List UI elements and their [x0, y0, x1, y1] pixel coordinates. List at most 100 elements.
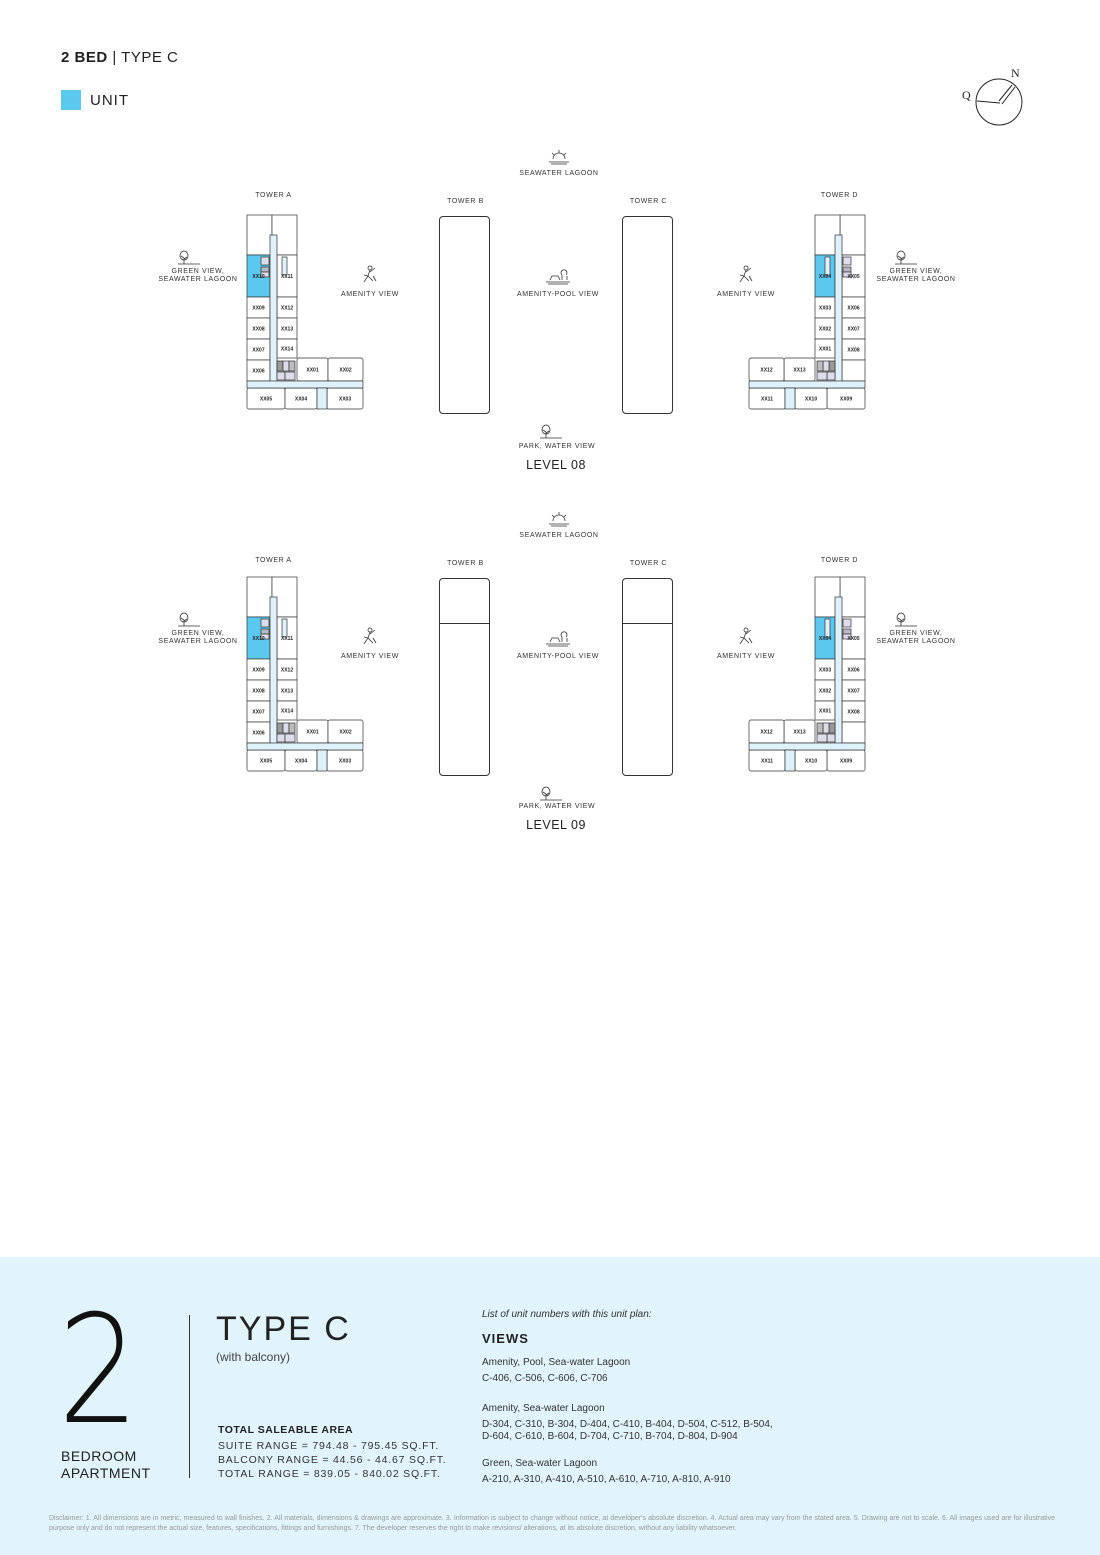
bedroom-count: 2	[58, 1284, 140, 1458]
green-view-label: GREEN VIEW,	[889, 630, 943, 637]
park-water-view-label: PARK, WATER VIEW	[518, 803, 596, 810]
compass-q: Q	[962, 88, 971, 102]
core	[282, 722, 290, 734]
tree-icon	[176, 608, 204, 628]
core	[288, 722, 296, 734]
core	[260, 266, 270, 273]
amenity-view-label: AMENITY VIEW	[340, 653, 400, 660]
unit-label: XX02	[819, 327, 831, 333]
unit-label: XX01	[819, 347, 831, 353]
bed-count: 2 BED	[61, 49, 108, 66]
unit-label: XX09	[252, 306, 264, 312]
unit-label: XX09	[840, 759, 852, 765]
shaft	[784, 387, 796, 410]
unit-label: XX06	[847, 306, 859, 312]
total-range: TOTAL RANGE = 839.05 - 840.02 SQ.FT.	[218, 1468, 441, 1480]
unit-label: XX13	[281, 689, 293, 695]
core	[842, 633, 852, 640]
unit-label: XX07	[252, 348, 264, 354]
unit-label: XX10	[252, 636, 264, 642]
unit-label: XX02	[339, 730, 351, 736]
unit-type: TYPE C	[121, 49, 179, 66]
view-group-title: Green, Sea-water Lagoon	[482, 1458, 598, 1469]
tower-a-floor-plan: XX10XX09XX08XX07XX06XX11XX12XX13XX14XX01…	[246, 214, 364, 410]
lagoon-icon	[546, 510, 574, 530]
type-title: TYPE C	[216, 1310, 351, 1348]
unit-label: XX07	[847, 689, 859, 695]
unit	[841, 359, 866, 382]
shaft	[281, 618, 288, 638]
tower-d-label: TOWER D	[820, 557, 859, 564]
unit-label: XX07	[252, 710, 264, 716]
lagoon-icon	[546, 148, 574, 168]
park-water-view-label: PARK, WATER VIEW	[518, 443, 596, 450]
view-group-units: C-406, C-506, C-606, C-706	[482, 1373, 608, 1384]
unit-label: XX03	[339, 397, 351, 403]
core	[288, 360, 296, 372]
corridor	[748, 380, 866, 389]
green-view-label: GREEN VIEW,	[171, 630, 225, 637]
tower-d-label: TOWER D	[820, 192, 859, 199]
shaft	[281, 256, 288, 276]
unit	[841, 721, 866, 744]
unit-block	[246, 214, 273, 256]
corridor	[834, 234, 843, 389]
core	[260, 256, 270, 266]
unit-label: XX03	[819, 668, 831, 674]
core	[826, 733, 836, 743]
unit-label: XX06	[252, 731, 264, 737]
core	[828, 360, 836, 372]
unit-label: XX06	[252, 369, 264, 375]
shaft	[824, 618, 831, 638]
core	[276, 733, 286, 743]
core	[284, 733, 296, 743]
unit-label: XX11	[281, 636, 293, 642]
tower-c-outline	[622, 216, 673, 414]
unit-label: XX09	[840, 397, 852, 403]
amenity-icon	[358, 626, 386, 646]
core	[826, 371, 836, 381]
shaft	[316, 387, 328, 410]
unit-block	[271, 214, 298, 256]
compass-icon: N Q	[960, 66, 1030, 128]
core	[816, 733, 828, 743]
suite-range: SUITE RANGE = 794.48 - 795.45 SQ.FT.	[218, 1440, 440, 1452]
tower-c-outline	[622, 578, 673, 776]
legend: UNIT	[61, 90, 129, 110]
unit-label: XX05	[260, 759, 272, 765]
core	[816, 360, 824, 372]
type-subtitle: (with balcony)	[216, 1350, 291, 1364]
core	[260, 633, 270, 640]
level-label: LEVEL 08	[526, 458, 586, 472]
core	[284, 371, 296, 381]
tree-icon	[893, 246, 921, 266]
amenity-view-label: AMENITY VIEW	[716, 653, 776, 660]
core	[276, 371, 286, 381]
green-view-label: SEAWATER LAGOON	[158, 276, 238, 283]
shaft	[784, 749, 796, 772]
amenity-pool-view-label: AMENITY-POOL VIEW	[516, 653, 600, 660]
core	[828, 722, 836, 734]
unit-label: XX03	[339, 759, 351, 765]
park-icon	[538, 420, 566, 440]
unit-label: XX13	[281, 327, 293, 333]
tower-a-label: TOWER A	[255, 557, 292, 564]
unit-label: XX03	[819, 306, 831, 312]
tower-d-floor-plan: XX05XX06XX07XX08XX04XX03XX02XX01XX13XX12…	[748, 214, 866, 410]
tower-b-label: TOWER B	[447, 198, 484, 205]
unit-block	[839, 576, 866, 618]
unit-label: XX12	[281, 668, 293, 674]
unit-label: XX04	[295, 759, 307, 765]
unit-label: XX13	[793, 730, 805, 736]
tower-a-floor-plan: XX10XX09XX08XX07XX06XX11XX12XX13XX14XX01…	[246, 576, 364, 772]
tree-icon	[176, 246, 204, 266]
tower-b-outline	[439, 216, 490, 414]
shaft	[316, 749, 328, 772]
amenity-pool-view-label: AMENITY-POOL VIEW	[516, 291, 600, 298]
unit-label: XX04	[819, 636, 831, 642]
tower-d-floor-plan: XX05XX06XX07XX08XX04XX03XX02XX01XX13XX12…	[748, 576, 866, 772]
core	[842, 266, 852, 273]
core	[816, 722, 824, 734]
corridor	[246, 742, 364, 751]
